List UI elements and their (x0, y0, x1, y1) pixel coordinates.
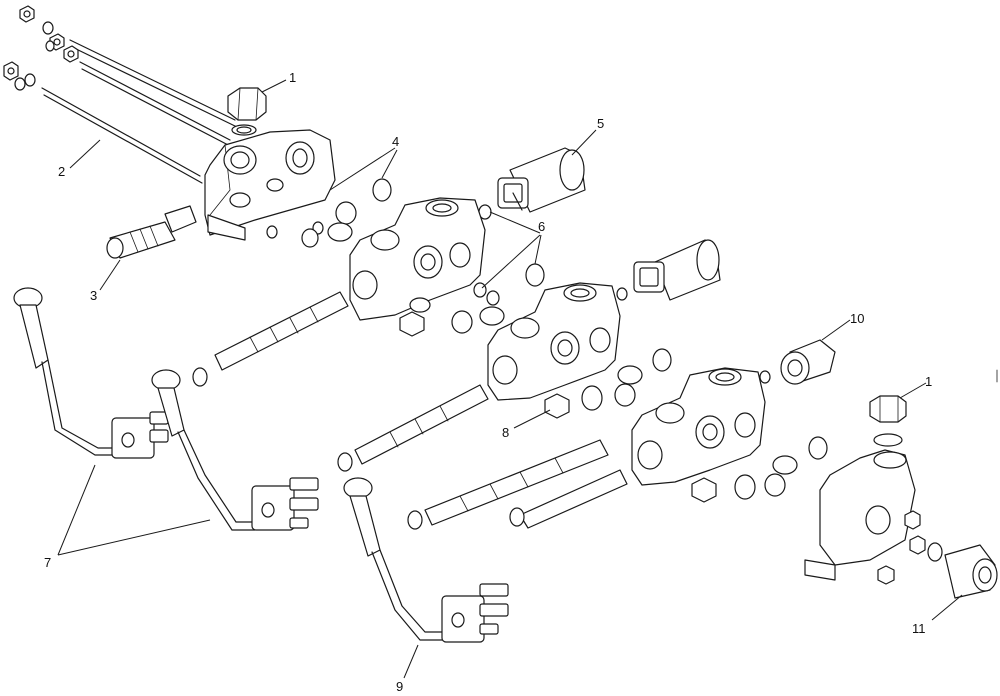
seal-rings-end (734, 436, 828, 500)
callout-4: 4 (392, 134, 399, 149)
port-fitting (759, 339, 836, 385)
seal-rings-lower (581, 348, 672, 411)
callout-2: 2 (58, 164, 65, 179)
callout-7: 7 (44, 555, 51, 570)
valve-section-1 (349, 197, 486, 337)
callout-labels: 1 1 2 3 4 5 6 7 8 9 10 11 (44, 70, 932, 694)
inlet-section (106, 87, 336, 259)
valve-section-2 (487, 282, 621, 419)
solenoid-upper (497, 147, 586, 213)
leader-lines (57, 79, 963, 679)
valve-section-3 (631, 367, 766, 503)
control-handle-1 (13, 287, 169, 459)
control-handle-2 (151, 369, 319, 531)
control-handle-3 (343, 477, 509, 643)
callout-8: 8 (502, 425, 509, 440)
solenoid-lower (616, 239, 721, 301)
spool-3 (407, 439, 628, 530)
callout-11: 11 (912, 621, 926, 636)
callout-1-right: 1 (925, 374, 932, 389)
spool-1 (192, 291, 349, 387)
callout-5: 5 (597, 116, 604, 131)
spool-2 (337, 384, 489, 472)
callout-10: 10 (850, 311, 864, 326)
callout-3: 3 (90, 288, 97, 303)
tie-rod-group (3, 5, 238, 184)
outlet-section (804, 395, 998, 599)
callout-6: 6 (538, 219, 545, 234)
seal-rings-upper (266, 178, 492, 248)
callout-9: 9 (396, 679, 403, 694)
callout-1-top: 1 (289, 70, 296, 85)
